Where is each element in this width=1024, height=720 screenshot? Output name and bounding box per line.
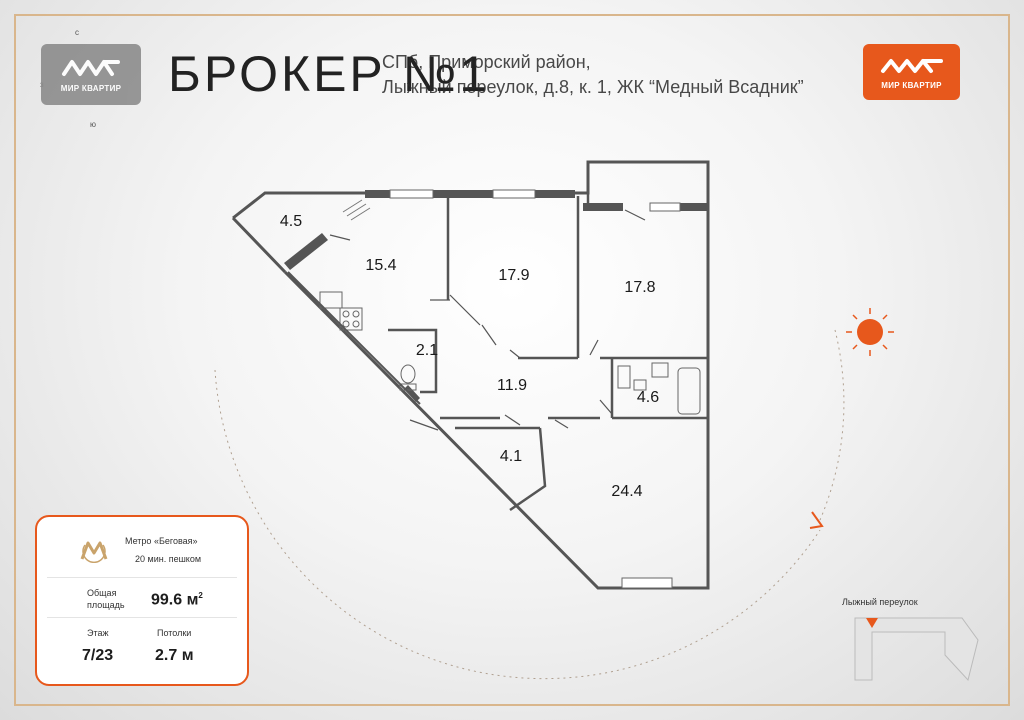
street-label: Лыжный переулок bbox=[842, 597, 918, 607]
mini-map-marker bbox=[866, 618, 878, 628]
metro-station-name: Метро «Беговая» bbox=[125, 536, 198, 546]
room-area-label: 24.4 bbox=[611, 483, 643, 500]
room-area-label: 17.9 bbox=[498, 267, 530, 284]
total-area-number: 99.6 м bbox=[151, 591, 199, 609]
bathroom-fixtures-icon bbox=[617, 362, 701, 415]
total-area-label-line-1: Общая bbox=[87, 588, 117, 598]
sun-path-arc bbox=[214, 369, 821, 680]
room-area-label: 15.4 bbox=[365, 257, 397, 274]
moon-icon bbox=[211, 346, 232, 379]
mini-map bbox=[854, 617, 979, 682]
mir-kvartir-logo-left: МИР КВАРТИР bbox=[41, 44, 141, 105]
total-area-value: 99.6 м2 bbox=[151, 591, 203, 609]
sun-path-arc-east bbox=[819, 329, 845, 521]
mir-kvartir-logo-right: МИР КВАРТИР bbox=[863, 44, 960, 100]
metro-walk-time: 20 мин. пешком bbox=[135, 554, 202, 564]
card-divider bbox=[47, 617, 237, 618]
logo-text: МИР КВАРТИР bbox=[60, 84, 122, 93]
room-area-label: 17.8 bbox=[624, 279, 656, 296]
card-divider bbox=[47, 577, 237, 578]
doors bbox=[329, 209, 646, 431]
ceiling-value: 2.7 м bbox=[155, 647, 194, 664]
ceiling-label: Потолки bbox=[157, 628, 192, 638]
area-unit-superscript: 2 bbox=[198, 591, 203, 600]
room-area-label: 4.6 bbox=[636, 389, 660, 406]
metro-glyph bbox=[80, 541, 108, 564]
interior-walls bbox=[388, 162, 708, 512]
total-area-label-line-2: площадь bbox=[87, 600, 125, 610]
compass-south-label: ю bbox=[90, 120, 96, 129]
room-area-label: 4.5 bbox=[279, 213, 303, 230]
address: СПб, Приморский район, Лыжный переулок, … bbox=[382, 50, 822, 100]
windows bbox=[389, 189, 681, 589]
address-line-2: Лыжный переулок, д.8, к. 1, ЖК “Медный В… bbox=[382, 77, 804, 97]
diagonal-wall-segment bbox=[287, 271, 421, 405]
metro-icon bbox=[79, 539, 109, 564]
sun-icon bbox=[846, 308, 894, 356]
room-area-label: 11.9 bbox=[497, 377, 527, 394]
room-area-label: 4.1 bbox=[499, 448, 523, 465]
floor-value: 7/23 bbox=[82, 647, 114, 664]
balcony-vent bbox=[342, 199, 371, 221]
mir-kvartir-logo-glyph bbox=[62, 60, 120, 76]
mir-kvartir-logo-glyph bbox=[880, 58, 943, 73]
address-line-1: СПб, Приморский район, bbox=[382, 52, 591, 72]
room-area-label: 2.1 bbox=[415, 342, 439, 359]
direction-arrow-icon bbox=[809, 511, 824, 529]
floor-label: Этаж bbox=[87, 628, 109, 638]
brand-title: БРОКЕР №1 bbox=[168, 46, 491, 102]
exterior-walls bbox=[231, 160, 710, 590]
toilet-icon bbox=[399, 364, 417, 391]
apartment-info-card: Метро «Беговая» 20 мин. пешком Общая пло… bbox=[35, 515, 249, 686]
total-area-label: Общая площадь bbox=[87, 587, 125, 611]
logo-text: МИР КВАРТИР bbox=[881, 80, 942, 90]
wall-blocks bbox=[284, 190, 708, 402]
compass-north-label: с bbox=[75, 28, 79, 37]
kitchen-stove-icon bbox=[319, 291, 363, 331]
